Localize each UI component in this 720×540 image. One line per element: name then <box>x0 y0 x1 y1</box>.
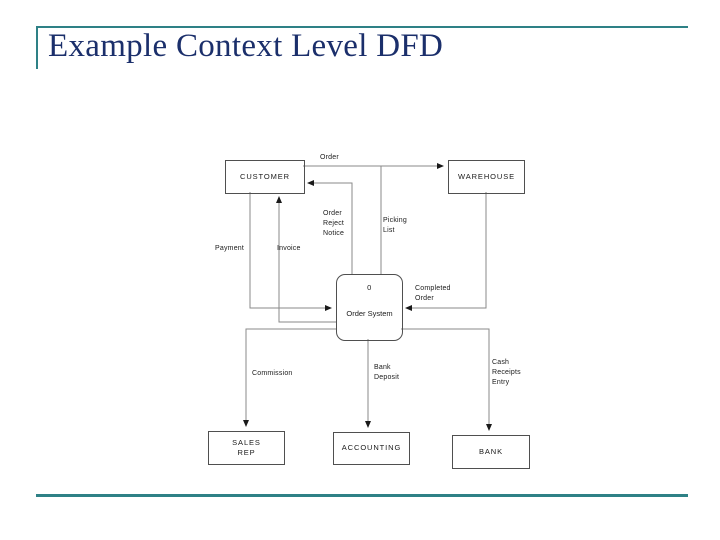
entity-sales-rep[interactable]: SALES REP <box>208 431 285 465</box>
flow-label-picking-list: Picking List <box>383 217 407 235</box>
entity-warehouse[interactable]: WAREHOUSE <box>448 160 525 194</box>
flow-label-order: Order <box>320 154 339 161</box>
flow-line-cash-receipts-entry <box>401 328 492 431</box>
process-order-system[interactable]: 0 Order System <box>336 274 403 341</box>
title-rule-left <box>36 26 38 69</box>
flow-line-order-reject-notice <box>307 180 353 274</box>
entity-bank[interactable]: BANK <box>452 435 530 469</box>
entity-customer[interactable]: CUSTOMER <box>225 160 305 194</box>
flow-line-payment <box>249 192 332 311</box>
flow-line-invoice <box>276 196 336 323</box>
process-name: Order System <box>346 309 393 318</box>
flow-label-completed-order: Completed Order <box>415 285 451 303</box>
entity-accounting-label: ACCOUNTING <box>341 443 402 453</box>
process-number: 0 <box>367 283 372 292</box>
flow-line-completed-order <box>405 192 487 311</box>
footer-rule <box>36 494 688 497</box>
entity-accounting[interactable]: ACCOUNTING <box>333 432 410 465</box>
entity-sales-rep-label: SALES REP <box>232 437 261 457</box>
flow-label-cash-receipts-entry: Cash Receipts Entry <box>492 359 521 387</box>
entity-bank-label: BANK <box>478 446 504 456</box>
entity-customer-label: CUSTOMER <box>240 171 290 181</box>
flow-label-invoice: Invoice <box>277 245 301 252</box>
title-rule-top <box>36 26 688 28</box>
flow-label-order-reject-notice: Order Reject Notice <box>323 210 345 238</box>
flow-label-bank-deposit: Bank Deposit <box>374 364 400 382</box>
flow-label-commission: Commission <box>252 370 293 377</box>
entity-warehouse-label: WAREHOUSE <box>458 171 515 181</box>
page-title: Example Context Level DFD <box>48 28 444 64</box>
flow-label-payment: Payment <box>215 245 245 252</box>
flow-line-commission <box>243 328 336 427</box>
